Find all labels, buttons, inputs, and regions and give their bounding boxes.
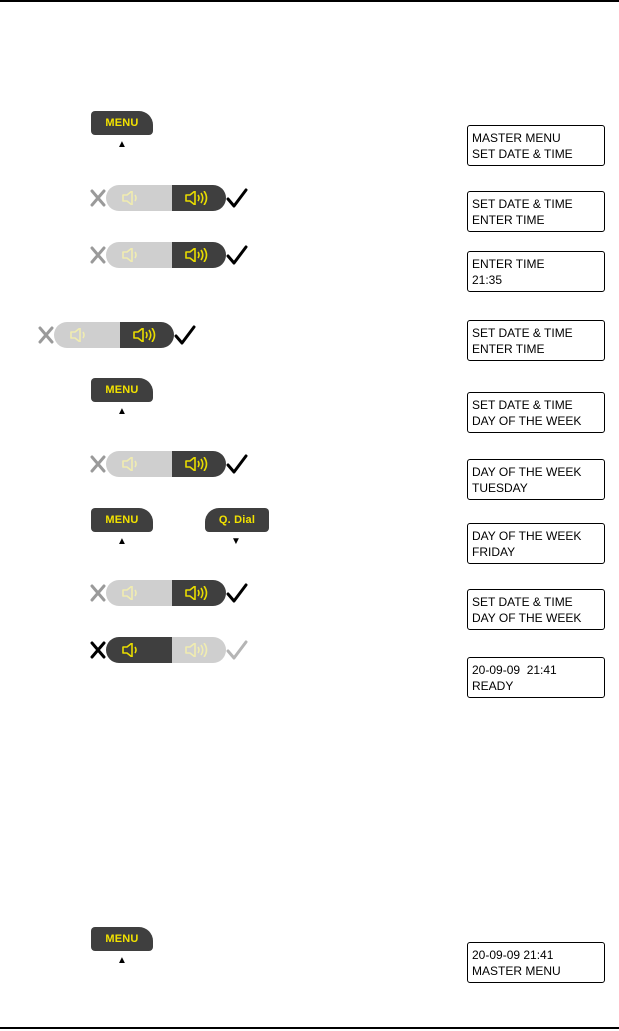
up-arrow-icon: ▲ <box>117 537 127 547</box>
lcd-display: SET DATE & TIME DAY OF THE WEEK <box>467 392 605 433</box>
speaker-low-icon <box>116 457 146 471</box>
speaker-low-button[interactable] <box>106 451 172 477</box>
x-icon <box>38 322 54 348</box>
qdial-key[interactable]: Q. Dial <box>205 508 269 532</box>
top-rule <box>0 0 619 2</box>
menu-key[interactable]: MENU <box>91 508 153 532</box>
lcd-display: DAY OF THE WEEK TUESDAY <box>467 459 605 500</box>
speaker-high-icon <box>184 248 212 262</box>
check-icon <box>226 185 248 211</box>
volume-reject-pair <box>90 637 250 663</box>
bottom-rule <box>0 1027 619 1029</box>
speaker-high-button[interactable] <box>172 185 226 211</box>
lcd-display: SET DATE & TIME ENTER TIME <box>467 320 605 361</box>
check-icon <box>226 451 248 477</box>
speaker-high-button[interactable] <box>120 322 174 348</box>
speaker-high-button[interactable] <box>172 580 226 606</box>
lcd-display: 20-09-09 21:41 MASTER MENU <box>467 942 605 983</box>
volume-confirm-pair <box>90 242 250 268</box>
volume-confirm-pair <box>90 185 250 211</box>
speaker-low-button[interactable] <box>54 322 120 348</box>
speaker-low-icon <box>116 191 146 205</box>
check-icon <box>226 580 248 606</box>
speaker-high-icon <box>184 191 212 205</box>
up-arrow-icon: ▲ <box>117 956 127 966</box>
volume-confirm-pair <box>90 451 250 477</box>
speaker-high-icon <box>184 586 212 600</box>
speaker-high-icon <box>184 457 212 471</box>
speaker-low-button[interactable] <box>106 242 172 268</box>
lcd-display: SET DATE & TIME DAY OF THE WEEK <box>467 589 605 630</box>
check-icon <box>226 637 248 663</box>
speaker-low-icon <box>64 328 94 342</box>
down-arrow-icon: ▼ <box>231 537 241 547</box>
volume-confirm-pair <box>38 322 198 348</box>
lcd-display: DAY OF THE WEEK FRIDAY <box>467 523 605 564</box>
speaker-low-button[interactable] <box>106 580 172 606</box>
menu-key[interactable]: MENU <box>91 111 153 135</box>
x-icon <box>90 242 106 268</box>
check-icon <box>174 322 196 348</box>
x-icon <box>90 451 106 477</box>
lcd-display: 20-09-09 21:41 READY <box>467 657 605 698</box>
speaker-high-icon <box>132 328 160 342</box>
menu-key[interactable]: MENU <box>91 378 153 402</box>
speaker-high-button[interactable] <box>172 637 226 663</box>
x-icon <box>90 185 106 211</box>
up-arrow-icon: ▲ <box>117 140 127 150</box>
lcd-display: MASTER MENU SET DATE & TIME <box>467 125 605 166</box>
speaker-low-icon <box>116 643 146 657</box>
speaker-high-icon <box>184 643 212 657</box>
x-icon <box>90 637 106 663</box>
lcd-display: ENTER TIME 21:35 <box>467 251 605 292</box>
speaker-low-button[interactable] <box>106 637 172 663</box>
speaker-high-button[interactable] <box>172 242 226 268</box>
menu-key[interactable]: MENU <box>91 927 153 951</box>
check-icon <box>226 242 248 268</box>
speaker-low-button[interactable] <box>106 185 172 211</box>
speaker-high-button[interactable] <box>172 451 226 477</box>
up-arrow-icon: ▲ <box>117 407 127 417</box>
volume-confirm-pair <box>90 580 250 606</box>
x-icon <box>90 580 106 606</box>
speaker-low-icon <box>116 248 146 262</box>
lcd-display: SET DATE & TIME ENTER TIME <box>467 191 605 232</box>
speaker-low-icon <box>116 586 146 600</box>
